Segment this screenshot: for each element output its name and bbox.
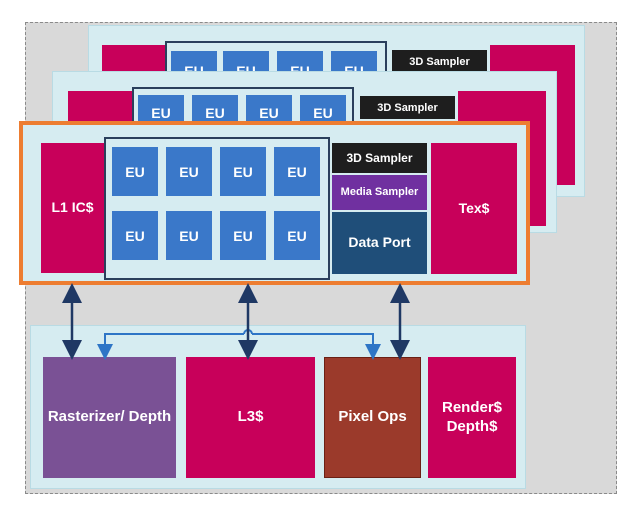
back-slice-2-3d-sampler: 3D Sampler [392, 50, 487, 73]
eu: EU [220, 147, 266, 196]
3d-sampler: 3D Sampler [332, 143, 427, 173]
media-sampler: Media Sampler [332, 175, 427, 210]
texture-cache: Tex$ [431, 143, 517, 274]
back-slice-1-3d-sampler: 3D Sampler [360, 96, 455, 119]
data-port: Data Port [332, 212, 427, 274]
eu: EU [274, 147, 320, 196]
eu: EU [112, 211, 158, 260]
eu-array: EU EU EU EU EU EU EU EU [104, 137, 330, 280]
rasterizer-depth: Rasterizer/ Depth [43, 357, 176, 478]
front-slice-highlight [19, 121, 530, 285]
eu: EU [112, 147, 158, 196]
eu: EU [166, 211, 212, 260]
eu: EU [220, 211, 266, 260]
eu: EU [166, 147, 212, 196]
eu: EU [274, 211, 320, 260]
l3-cache: L3$ [186, 357, 315, 478]
l1-instruction-cache: L1 IC$ [41, 143, 104, 273]
bus-line [105, 333, 373, 352]
pixel-ops: Pixel Ops [324, 357, 421, 478]
render-depth-cache: Render$ Depth$ [428, 357, 516, 478]
